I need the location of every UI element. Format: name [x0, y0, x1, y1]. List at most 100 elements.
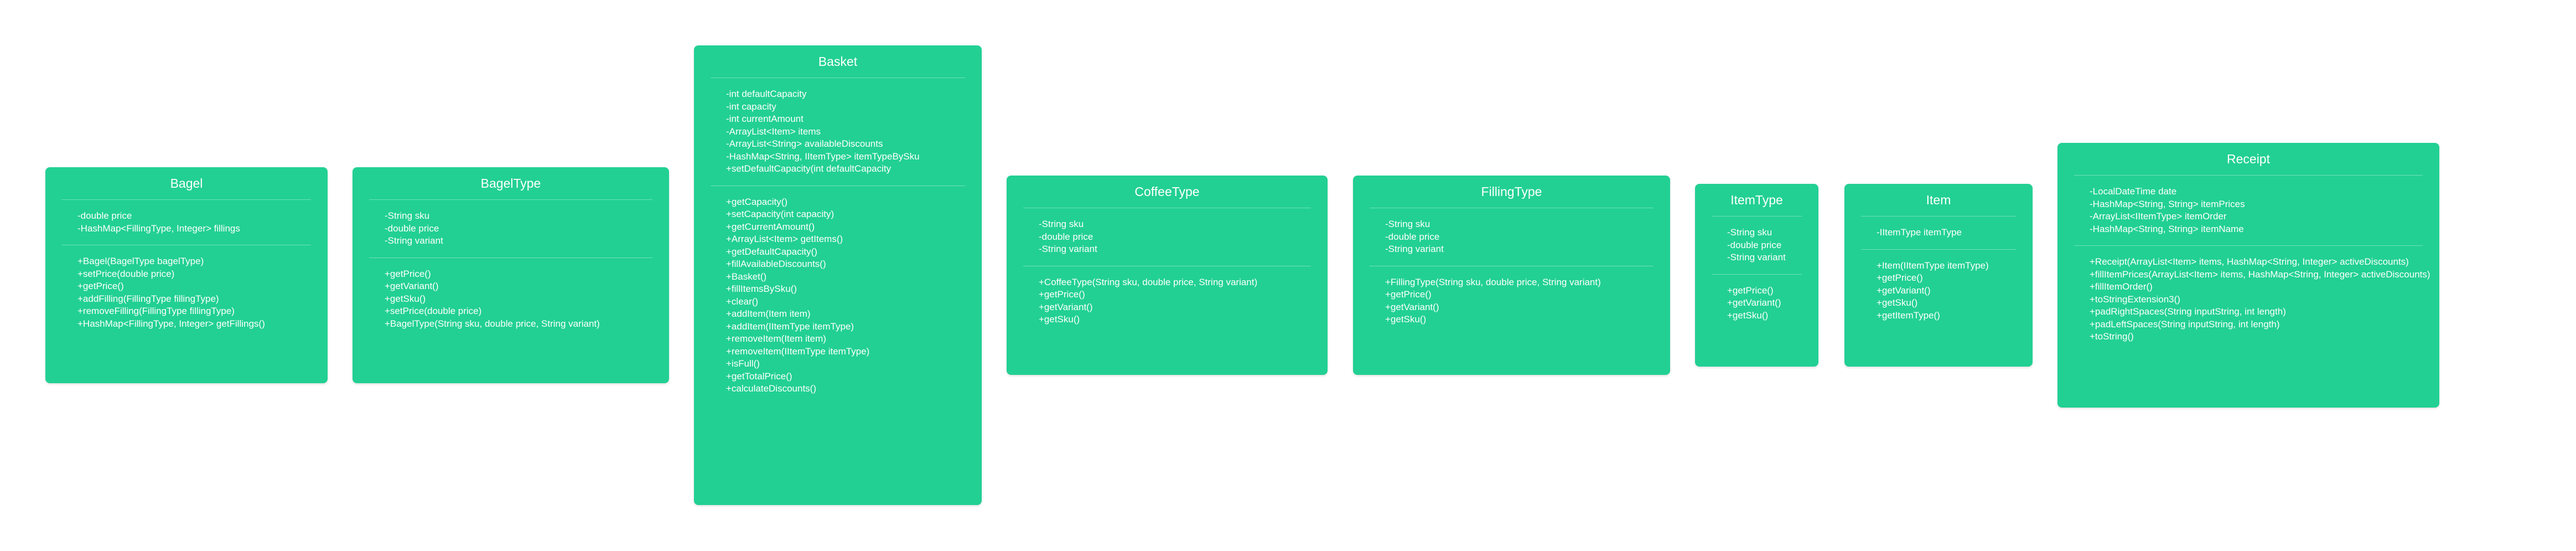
class-name: ItemType: [1712, 184, 1802, 217]
field-line: -ArrayList<IItemType> itemOrder: [2090, 211, 2227, 222]
field-line: -int currentAmount: [726, 114, 804, 124]
class-box-bagel[interactable]: Bagel-double price-HashMap<FillingType, …: [45, 167, 328, 383]
class-name: Item: [1861, 184, 2016, 217]
field-line: -double price: [1039, 231, 1093, 242]
method-line: +removeItem(Item item): [726, 333, 826, 344]
method-line: +setCapacity(int capacity): [726, 209, 835, 219]
methods-section: +CoffeeType(String sku, double price, St…: [1023, 265, 1311, 336]
method-line: +getSku(): [1727, 310, 1769, 321]
class-name: Receipt: [2074, 143, 2423, 176]
method-line: +isFull(): [726, 358, 760, 369]
method-line: +fillItemPrices(ArrayList<Item> items, H…: [2090, 269, 2430, 280]
field-line: -ArrayList<String> availableDiscounts: [726, 138, 883, 149]
class-box-fillingtype[interactable]: FillingType-String sku-double price-Stri…: [1353, 176, 1670, 375]
method-line: +getPrice(): [1877, 272, 1923, 283]
field-line: -String sku: [1385, 219, 1430, 229]
field-line: -String sku: [385, 210, 430, 221]
fields-section: -int defaultCapacity -int capacity -int cu…: [694, 78, 982, 186]
methods-section: +Receipt(ArrayList<Item> items, HashMap<…: [2074, 245, 2430, 353]
field-line: -String variant: [385, 235, 443, 246]
method-line: +calculateDiscounts(): [726, 383, 816, 394]
method-line: +Bagel(BagelType bagelType): [77, 256, 204, 266]
class-box-bageltype[interactable]: BagelType -String sku -double price-String…: [353, 167, 669, 383]
method-line: +CoffeeType(String sku, double price, St…: [1039, 276, 1258, 287]
method-line: +ArrayList<Item> getItems(): [726, 234, 843, 244]
class-box-coffeetype[interactable]: CoffeeType-String sku-double price-Strin…: [1007, 176, 1328, 375]
method-line: +padRightSpaces(String inputString, int …: [2090, 306, 2286, 317]
methods-section: +FillingType(String sku, double price, S…: [1370, 265, 1654, 336]
fields-section: -String sku -double price -String variant: [1007, 208, 1328, 266]
class-box-itemtype[interactable]: ItemType-String sku-double price-String …: [1695, 184, 1818, 367]
method-line: +addFilling(FillingType fillingType): [77, 293, 219, 304]
method-line: +FillingType(String sku, double price, S…: [1385, 276, 1601, 287]
method-line: +fillAvailableDiscounts(): [726, 259, 826, 269]
field-line: -double price: [385, 223, 439, 234]
class-name: CoffeeType: [1023, 176, 1311, 208]
field-line: -int capacity: [726, 101, 776, 112]
field-line: -int defaultCapacity: [726, 89, 807, 99]
field-line: -ArrayList<Item> items: [726, 126, 821, 137]
method-line: +getSku(): [1385, 314, 1427, 325]
field-line: -String sku: [1727, 227, 1772, 238]
method-line: +getCapacity(): [726, 196, 788, 207]
method-line: +removeFilling(FillingType fillingType): [77, 306, 235, 316]
fields-section: -IItemType itemType: [1844, 217, 2033, 249]
fields-section: -LocalDateTime date-HashMap<String, Stri…: [2057, 176, 2439, 245]
method-line: +toString(): [2090, 331, 2134, 342]
method-line: +BagelType(String sku, double price, Str…: [385, 318, 600, 329]
method-line: +clear(): [726, 296, 759, 307]
method-line: +removeItem(IItemType itemType): [726, 346, 870, 357]
method-line: +toStringExtension3(): [2090, 293, 2180, 305]
field-line: -String sku: [1039, 219, 1084, 229]
method-line: +getSku(): [1039, 314, 1080, 325]
methods-section: +Bagel(BagelType bagelType) +setPrice(dou…: [62, 245, 311, 340]
field-line: -String variant: [1727, 252, 1786, 262]
field-line: -HashMap<String, String> itemName: [2090, 223, 2244, 234]
method-line: +getVariant(): [385, 281, 439, 291]
method-line: +Basket(): [726, 271, 767, 282]
class-box-item[interactable]: Item -IItemType itemType +Item(IItemType i…: [1844, 184, 2033, 367]
method-line: +getCurrentAmount(): [726, 221, 815, 232]
class-name: Basket: [711, 45, 965, 78]
method-line: +HashMap<FillingType, Integer> getFillin…: [77, 318, 265, 329]
method-line: +Item(IItemType itemType): [1877, 260, 1989, 271]
method-line: +getVariant(): [1385, 301, 1439, 312]
methods-section: +Item(IItemType itemType)+getPrice() +get…: [1861, 249, 2016, 332]
method-line: +getPrice(): [1727, 285, 1774, 296]
class-name: FillingType: [1370, 176, 1654, 208]
method-line: +getPrice(): [1039, 289, 1085, 300]
method-line: +getVariant(): [1877, 285, 1931, 296]
field-line: -HashMap<String, String> itemPrices: [2090, 198, 2245, 209]
method-line: +getItemType(): [1877, 310, 1940, 321]
method-line: +getPrice(): [77, 281, 124, 291]
method-line: +getVariant(): [1727, 297, 1781, 308]
field-line: -HashMap<FillingType, Integer> fillings: [77, 223, 240, 234]
method-line: +getSku(): [385, 293, 426, 304]
methods-section: +getPrice() +getVariant() +getSku() +setPri…: [369, 257, 652, 341]
fields-section: -String sku -double price-String variant: [353, 200, 669, 258]
method-line: +getDefaultCapacity(): [726, 246, 817, 257]
field-line: -IItemType itemType: [1877, 227, 1962, 238]
method-line: +setPrice(double price): [77, 268, 175, 279]
fields-section: -String sku-double price-String variant: [1353, 208, 1670, 266]
method-line: +getVariant(): [1039, 301, 1093, 312]
method-line: +getSku(): [1877, 297, 1918, 308]
field-line: -String variant: [1385, 244, 1444, 254]
class-box-receipt[interactable]: Receipt-LocalDateTime date-HashMap<Strin…: [2057, 143, 2439, 408]
fields-section: -String sku-double price -String variant: [1695, 217, 1818, 274]
method-line: +setPrice(double price): [385, 306, 482, 316]
fields-section: -double price-HashMap<FillingType, Integ…: [45, 200, 328, 245]
class-box-basket[interactable]: Basket-int defaultCapacity-int capacity-…: [694, 45, 982, 505]
field-line: -double price: [1727, 239, 1782, 250]
class-name: BagelType: [369, 167, 652, 200]
method-line: +Receipt(ArrayList<Item> items, HashMap<…: [2090, 256, 2409, 267]
method-line: +fillItemOrder(): [2090, 281, 2153, 292]
method-line: +addItem(Item item): [726, 308, 811, 319]
field-line: -String variant: [1039, 244, 1097, 254]
method-line: +padLeftSpaces(String inputString, int l…: [2090, 318, 2280, 329]
method-line: +getTotalPrice(): [726, 370, 792, 382]
method-line: +getPrice(): [1385, 289, 1432, 300]
field-line: -HashMap<String, IItemType> itemTypeBySk…: [726, 151, 920, 162]
method-line: +getPrice(): [385, 268, 431, 279]
method-line: +fillItemsBySku(): [726, 284, 797, 294]
